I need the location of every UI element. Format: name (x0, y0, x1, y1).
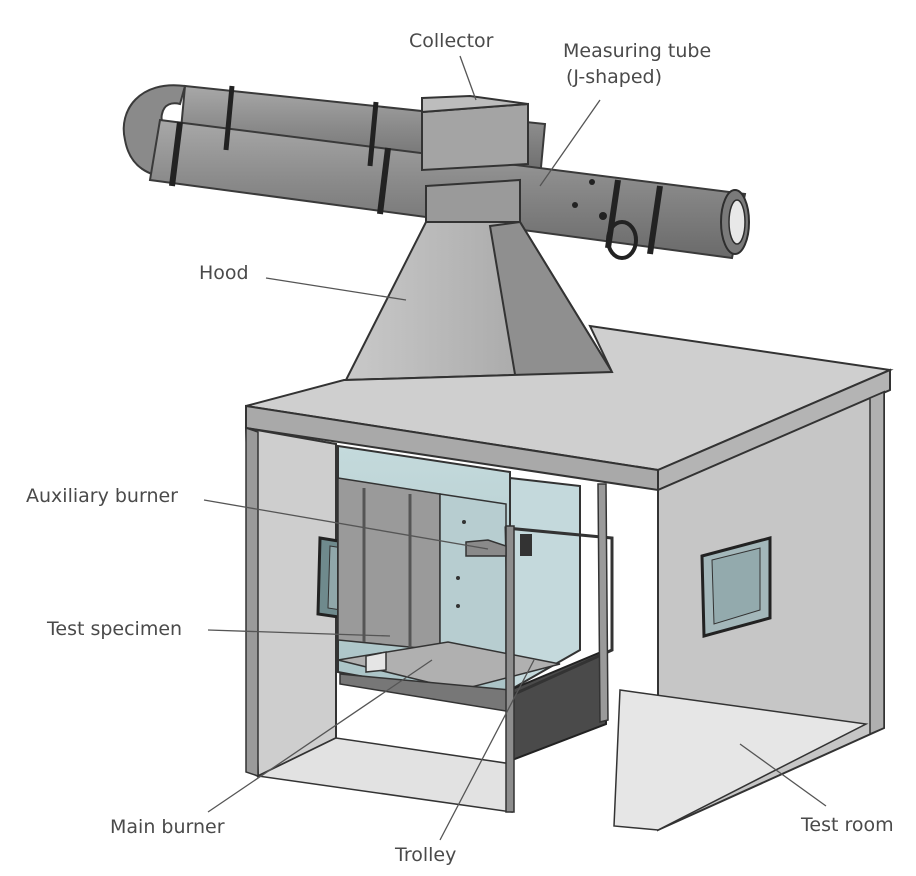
collector-box (421, 94, 529, 227)
label-main-burner: Main burner (110, 816, 225, 838)
label-test-specimen: Test specimen (47, 618, 183, 640)
leader-measuring-tube (539, 99, 601, 187)
leader-test-specimen (207, 629, 391, 637)
leader-hood (265, 277, 407, 301)
leader-main-burner (207, 659, 433, 813)
label-measuring-tube-shape: (J-shaped) (566, 66, 663, 88)
label-trolley: Trolley (395, 844, 457, 866)
leader-auxiliary-burner (203, 499, 489, 550)
label-measuring-tube: Measuring tube (563, 40, 712, 62)
leader-collector (459, 55, 477, 101)
leader-test-room (739, 743, 827, 807)
label-hood: Hood (199, 262, 249, 284)
test-room (244, 324, 894, 832)
label-test-room: Test room (801, 814, 894, 836)
inner-chamber (337, 444, 614, 813)
leader-lines (203, 55, 827, 841)
leader-trolley (439, 659, 535, 841)
hood (343, 220, 614, 413)
label-collector: Collector (409, 30, 494, 52)
label-auxiliary-burner: Auxiliary burner (26, 485, 178, 507)
